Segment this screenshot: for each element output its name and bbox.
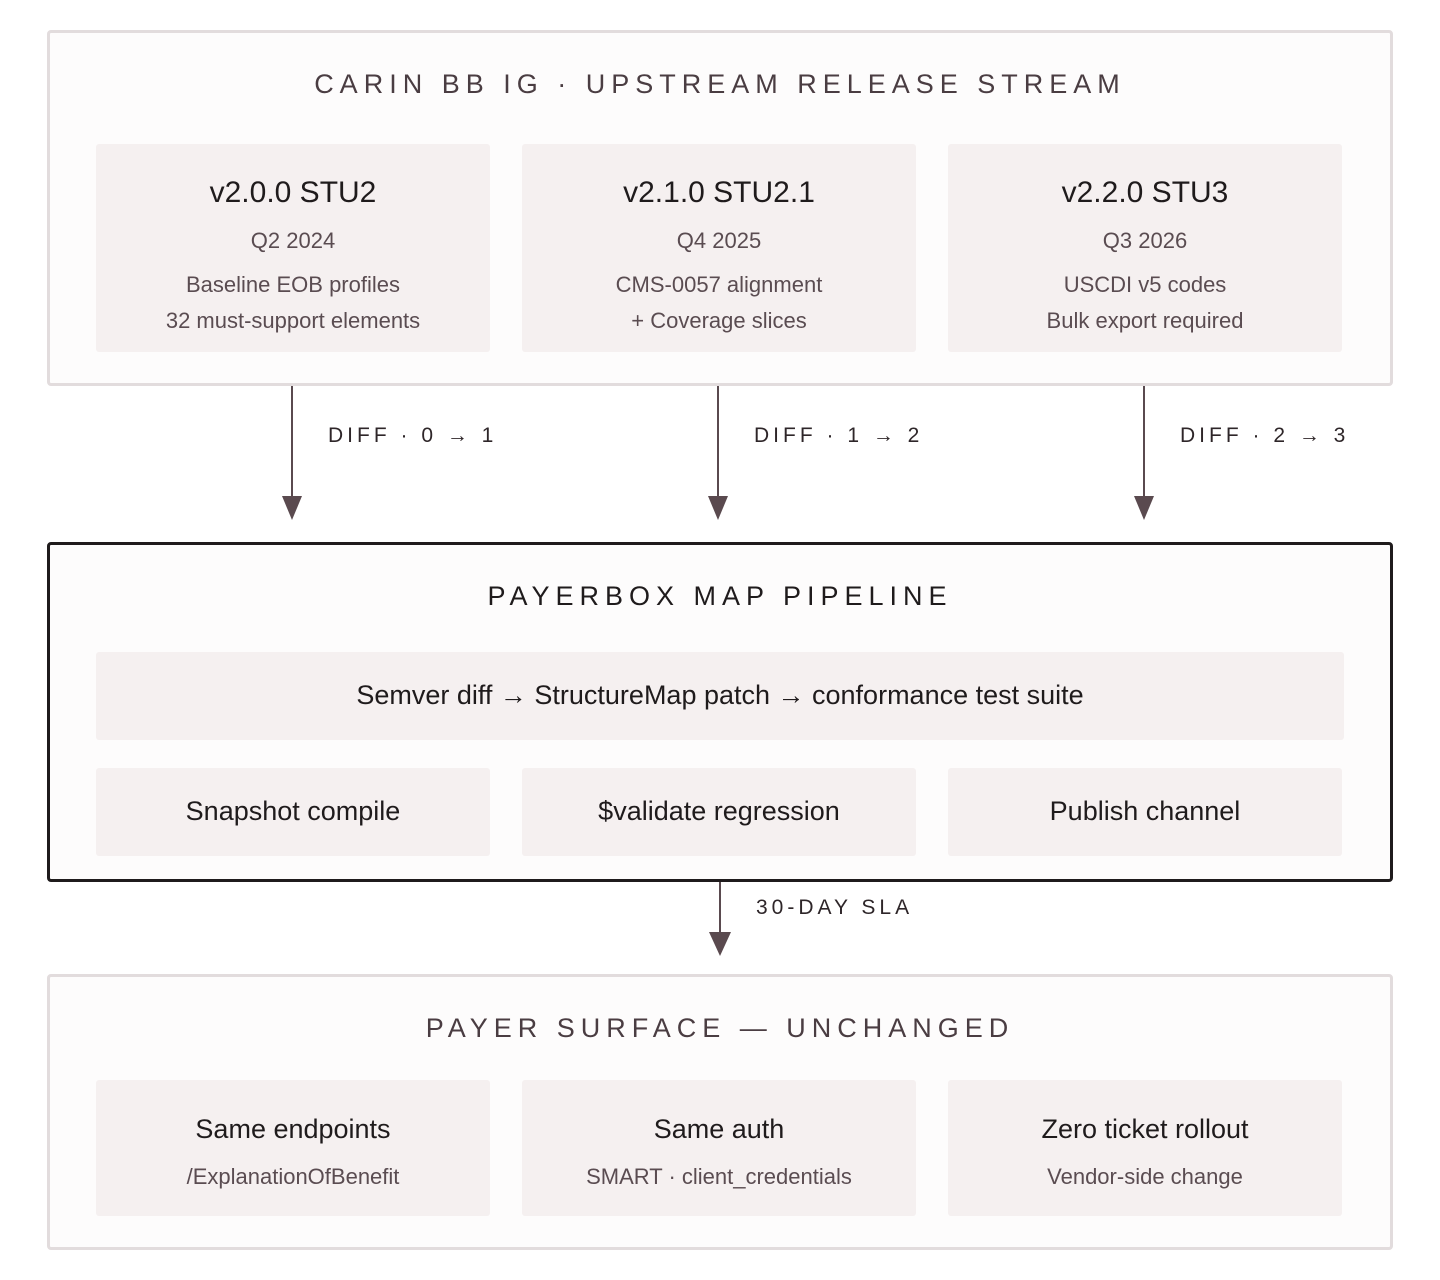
step-label: Snapshot compile	[185, 796, 401, 826]
sla-label: 30-DAY SLA	[756, 896, 914, 919]
sla-arrowhead	[709, 932, 731, 956]
step-validate-regression: $validate regression	[522, 768, 916, 856]
release-version: v2.0.0 STU2	[209, 176, 377, 209]
surface-item-sub: /ExplanationOfBenefit	[186, 1164, 400, 1189]
surface-card-endpoints: Same endpoints /ExplanationOfBenefit	[96, 1080, 490, 1216]
step-label: Publish channel	[1049, 796, 1241, 826]
surface-card-auth: Same auth SMART · client_credentials	[522, 1080, 916, 1216]
release-date: Q3 2026	[1102, 228, 1188, 253]
surface-item-sub: Vendor-side change	[1047, 1164, 1243, 1189]
pipeline-flow-card: Semver diff → StructureMap patch → confo…	[96, 652, 1344, 740]
payer-surface-panel: PAYER SURFACE — UNCHANGED Same endpoints…	[47, 974, 1393, 1250]
release-line1: CMS-0057 alignment	[615, 272, 823, 297]
pipeline-title: PAYERBOX MAP PIPELINE	[487, 581, 953, 611]
upstream-title: CARIN BB IG · UPSTREAM RELEASE STREAM	[314, 69, 1126, 99]
diff-label-2-3: DIFF · 2 → 3	[1180, 424, 1350, 447]
release-card-v2-1-0: v2.1.0 STU2.1 Q4 2025 CMS-0057 alignment…	[522, 144, 916, 352]
release-date: Q4 2025	[676, 228, 762, 253]
release-line2: + Coverage slices	[631, 308, 807, 333]
surface-item-title: Zero ticket rollout	[1041, 1114, 1249, 1144]
diff-label-0-1: DIFF · 0 → 1	[328, 424, 498, 447]
step-publish-channel: Publish channel	[948, 768, 1342, 856]
diff-label-1-2: DIFF · 1 → 2	[754, 424, 924, 447]
diff-arrowhead-1-2	[708, 496, 728, 520]
pipeline-flow-text: Semver diff → StructureMap patch → confo…	[356, 680, 1084, 710]
release-line2: Bulk export required	[1046, 308, 1244, 333]
release-line2: 32 must-support elements	[165, 308, 421, 333]
upstream-release-panel: CARIN BB IG · UPSTREAM RELEASE STREAM v2…	[47, 30, 1393, 386]
pipeline-panel: PAYERBOX MAP PIPELINE Semver diff → Stru…	[47, 542, 1393, 882]
surface-item-title: Same endpoints	[195, 1114, 391, 1144]
step-snapshot-compile: Snapshot compile	[96, 768, 490, 856]
diff-arrowhead-0-1	[282, 496, 302, 520]
step-label: $validate regression	[598, 796, 840, 826]
release-line1: Baseline EOB profiles	[186, 272, 400, 297]
release-date: Q2 2024	[250, 228, 336, 253]
surface-item-sub: SMART · client_credentials	[586, 1164, 852, 1189]
release-line1: USCDI v5 codes	[1063, 272, 1227, 297]
release-version: v2.1.0 STU2.1	[623, 176, 815, 209]
release-version: v2.2.0 STU3	[1061, 176, 1229, 209]
release-card-v2-2-0: v2.2.0 STU3 Q3 2026 USCDI v5 codes Bulk …	[948, 144, 1342, 352]
release-card-v2-0-0: v2.0.0 STU2 Q2 2024 Baseline EOB profile…	[96, 144, 490, 352]
surface-card-rollout: Zero ticket rollout Vendor-side change	[948, 1080, 1342, 1216]
surface-title: PAYER SURFACE — UNCHANGED	[425, 1013, 1015, 1043]
diff-arrowhead-2-3	[1134, 496, 1154, 520]
surface-item-title: Same auth	[653, 1114, 785, 1144]
